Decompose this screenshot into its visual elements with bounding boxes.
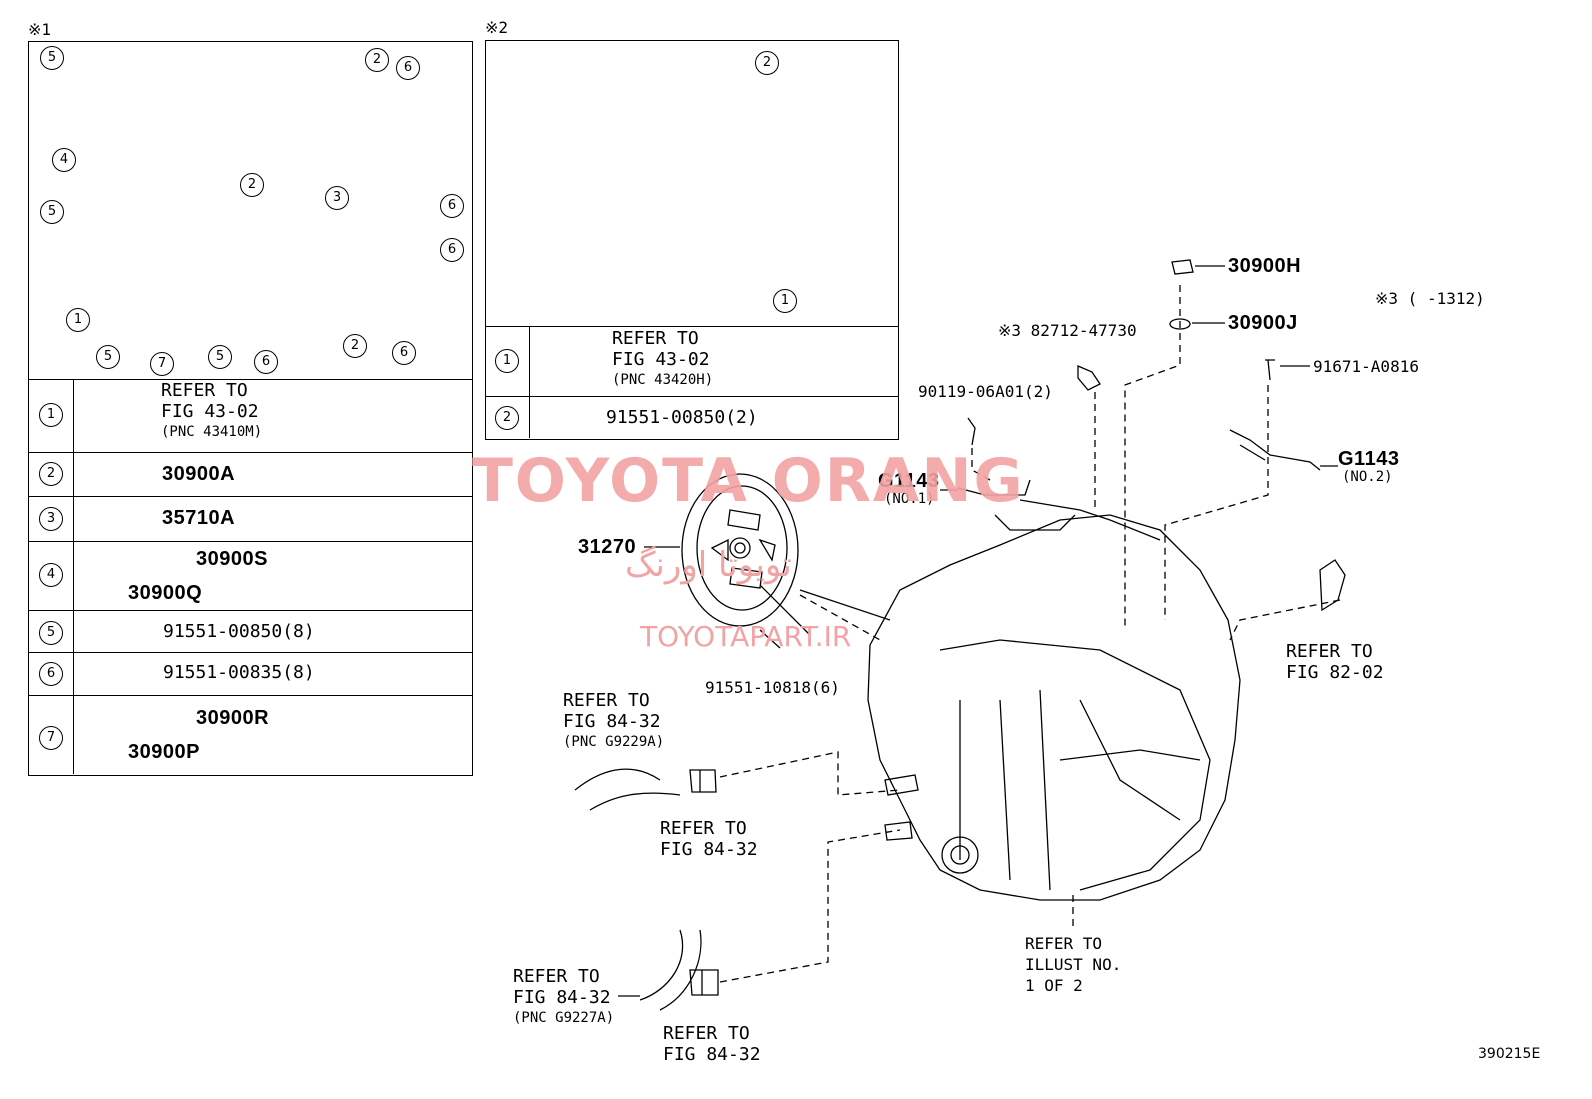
box1-divider (28, 452, 472, 453)
box1-divider (28, 496, 472, 497)
callout-5: 5 (208, 345, 232, 369)
part-number: 30900R (196, 707, 270, 729)
row-number-1: 1 (39, 403, 63, 427)
part-number: 30900J (1228, 312, 1298, 334)
part-number: 30900P (128, 741, 200, 763)
part-number: 91551-00835(8) (163, 662, 315, 683)
row-number-7: 7 (39, 726, 63, 750)
callout-4: 4 (52, 148, 76, 172)
row-number-6: 6 (39, 662, 63, 686)
refer-text: REFER TO ILLUST NO. 1 OF 2 (1025, 934, 1122, 995)
row-number-2: 2 (495, 406, 519, 430)
part-number: 30900S (196, 548, 268, 570)
callout-2: 2 (755, 51, 779, 75)
row-number-2: 2 (39, 462, 63, 486)
part-number: 91551-00850(2) (606, 407, 758, 428)
row-number-1: 1 (495, 349, 519, 373)
part-number: 31270 (578, 536, 637, 558)
callout-6: 6 (440, 194, 464, 218)
callout-6: 6 (440, 238, 464, 262)
callout-2: 2 (365, 48, 389, 72)
part-number: ※3 82712-47730 (998, 321, 1137, 340)
part-group-label: G1143 (1338, 448, 1400, 470)
callout-6: 6 (254, 350, 278, 374)
box1-column-divider (73, 379, 74, 774)
callout-5: 5 (40, 200, 64, 224)
part-number: 90119-06A01(2) (918, 382, 1053, 401)
refer-text: REFER TO FIG 84-32 (PNC G9229A) (563, 690, 665, 750)
part-number: 30900Q (128, 582, 203, 604)
refer-text: REFER TO FIG 84-32 (660, 818, 758, 860)
callout-2: 2 (240, 173, 264, 197)
box2-divider (485, 396, 898, 397)
row-number-4: 4 (39, 563, 63, 587)
part-group-sub: (NO.1) (884, 491, 935, 507)
callout-5: 5 (96, 345, 120, 369)
refer-text: REFER TO FIG 82-02 (1286, 641, 1384, 683)
row-number-3: 3 (39, 507, 63, 531)
refer-text: REFER TO FIG 84-32 (663, 1023, 761, 1065)
part-number: 91551-00850(8) (163, 621, 315, 642)
watermark-farsi: تویوتا اورنگ (625, 545, 792, 585)
part-number: 30900H (1228, 255, 1302, 277)
note-mark-1: ※1 (28, 20, 52, 39)
detail-box-2 (485, 40, 899, 440)
part-number: 35710A (162, 507, 236, 529)
watermark-url: TOYOTAPART.IR (640, 620, 852, 653)
part-number: 91551-10818(6) (705, 678, 840, 697)
callout-6: 6 (396, 56, 420, 80)
box2-divider (485, 326, 898, 327)
detail-box-1 (28, 41, 473, 776)
refer-text: REFER TO FIG 84-32 (PNC G9227A) (513, 966, 615, 1026)
callout-7: 7 (150, 352, 174, 376)
callout-5: 5 (40, 46, 64, 70)
callout-3: 3 (325, 186, 349, 210)
part-group-sub: (NO.2) (1342, 469, 1393, 485)
watermark-brand: TOYOTA ORANG (472, 446, 1025, 516)
callout-2: 2 (343, 334, 367, 358)
figure-id: 390215E (1478, 1046, 1541, 1062)
box1-divider (28, 652, 472, 653)
note-mark-3-range: ※3 ( -1312) (1375, 289, 1485, 308)
box1-divider (28, 541, 472, 542)
callout-6: 6 (392, 341, 416, 365)
note-mark-2: ※2 (485, 18, 509, 37)
box1-divider (28, 379, 472, 380)
part-number: 30900A (162, 463, 236, 485)
part-number: 91671-A0816 (1313, 357, 1419, 376)
part-group-label: G1143 (878, 470, 940, 492)
box1-divider (28, 695, 472, 696)
box1-divider (28, 610, 472, 611)
refer-text: REFER TO FIG 43-02 (PNC 43410M) (161, 380, 263, 440)
callout-1: 1 (66, 308, 90, 332)
box2-column-divider (529, 326, 530, 438)
row-number-5: 5 (39, 621, 63, 645)
refer-text: REFER TO FIG 43-02 (PNC 43420H) (612, 328, 714, 388)
callout-1: 1 (773, 289, 797, 313)
